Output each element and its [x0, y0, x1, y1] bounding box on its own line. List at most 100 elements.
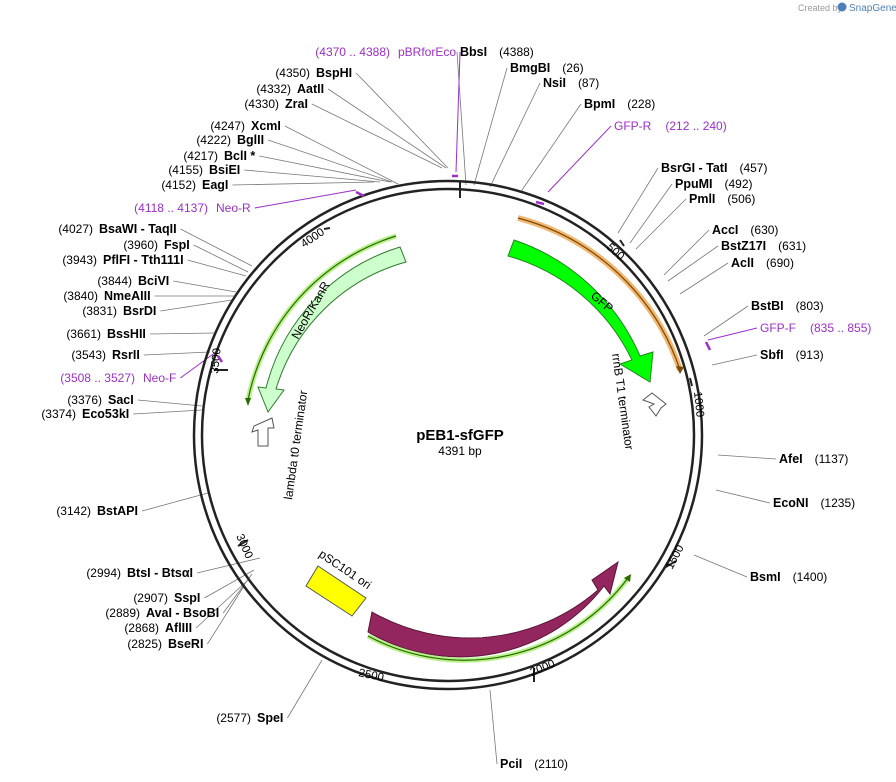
primer-label-2: GFP-F (835 .. 855)	[760, 321, 871, 335]
tick-mark	[619, 239, 625, 247]
lambda-t0-label: lambda t0 terminator	[281, 389, 310, 500]
site-name: BstAPI	[97, 504, 138, 518]
site-name: AflIII	[165, 621, 192, 635]
site-leader-line	[711, 354, 758, 366]
site-name: BglII	[237, 133, 264, 147]
site-label-1: BmgBI(26)	[510, 61, 584, 75]
primer-leader-line	[180, 351, 217, 379]
site-label-15: PciI(2110)	[500, 757, 568, 771]
site-leader-line	[519, 103, 582, 194]
site-name: BtsI - BtsαI	[127, 566, 193, 580]
site-label-32: BsaWI - TaqII(4027)	[58, 222, 176, 236]
primer-range: (835 .. 855)	[810, 321, 871, 335]
site-leader-line	[133, 409, 203, 415]
gfp-primer-arc-arrow	[676, 366, 684, 374]
site-position: (3543)	[71, 348, 106, 362]
site-leader-line	[195, 579, 249, 629]
primer-leader-line	[455, 51, 461, 173]
primer-range: (3508 .. 3527)	[60, 371, 135, 385]
site-position: (4152)	[161, 178, 196, 192]
site-position: (3374)	[41, 407, 76, 421]
tick-mark	[689, 377, 693, 387]
site-name: BsrDI	[123, 304, 156, 318]
site-name: PciI	[500, 757, 522, 771]
tick-label: 2000	[529, 658, 557, 679]
site-name: BstZ17I	[721, 239, 766, 253]
site-name: PmlI	[689, 192, 715, 206]
site-label-40: BspHI(4350)	[275, 66, 352, 80]
site-label-9: AclI(690)	[731, 256, 794, 270]
site-label-21: BtsI - BtsαI(2994)	[86, 566, 193, 580]
site-leader-line	[173, 280, 237, 293]
site-leader-line	[180, 228, 253, 267]
site-label-26: BssHII(3661)	[66, 327, 146, 341]
plasmid-center-info: pEB1-sfGFP 4391 bp	[416, 427, 504, 458]
tick-mark	[663, 560, 677, 569]
gfp-primer-arc-line	[517, 217, 681, 371]
rep101-primer-arc-line	[367, 577, 629, 661]
site-leader-line	[489, 82, 541, 188]
site-label-8: BstZ17I (631)	[721, 239, 806, 253]
site-label-29: BciVI(3844)	[97, 274, 169, 288]
site-position: (4222)	[196, 133, 231, 147]
created-by-text: Created by	[798, 3, 843, 13]
site-name: NsiI	[543, 76, 566, 90]
site-label-6: PmlI(506)	[689, 192, 755, 206]
tick-label: 1000	[691, 391, 706, 418]
site-position: (3142)	[56, 504, 91, 518]
rep101-feature-arrow	[367, 560, 619, 658]
site-leader-line	[244, 169, 381, 183]
site-leader-line	[160, 299, 233, 312]
site-name: SacI	[108, 393, 134, 407]
neor-primer-arc-arrow	[245, 398, 251, 406]
gfp-feature-arrow	[507, 239, 654, 383]
primer-binding-mark	[216, 355, 224, 363]
site-leader-line	[287, 659, 323, 719]
credit: Created by SnapGene	[798, 2, 896, 14]
site-position: (2825)	[127, 637, 162, 651]
site-position: (3376)	[67, 393, 102, 407]
site-label-18: AflIII(2868)	[124, 621, 192, 635]
primer-range: (4370 .. 4388)	[315, 45, 390, 59]
site-leader-line	[149, 332, 215, 335]
site-position: (1400)	[793, 570, 828, 584]
site-position: (631)	[778, 239, 806, 253]
site-leader-line	[473, 67, 508, 186]
site-leader-line	[143, 351, 211, 356]
site-label-30: PflFI - Tth111I(3943)	[62, 253, 183, 267]
primer-name: pBRforEco	[398, 45, 456, 59]
site-label-3: BpmI(228)	[584, 97, 655, 111]
site-leader-line	[284, 125, 399, 185]
site-label-2: NsiI(87)	[543, 76, 599, 90]
site-position: (4247)	[210, 119, 245, 133]
backbone-inner-circle	[200, 187, 696, 683]
tick-label: 3500	[209, 348, 224, 375]
site-leader-line	[193, 244, 249, 273]
site-label-34: BsiEI(4155)	[168, 163, 240, 177]
site-leader-line	[456, 51, 467, 186]
primer-range: (4118 .. 4137)	[134, 201, 208, 215]
site-name: ZraI	[285, 97, 308, 111]
site-label-28: NmeAIII(3840)	[63, 289, 150, 303]
site-position: (457)	[739, 161, 767, 175]
site-leader-line	[232, 181, 375, 186]
site-name: BciVI	[138, 274, 169, 288]
rrnb-t1-terminator-arrow	[641, 392, 667, 417]
primer-leader-line	[254, 189, 357, 209]
site-label-22: BstAPI (3142)	[56, 504, 138, 518]
site-leader-line	[717, 454, 777, 460]
primer-name: GFP-R	[614, 119, 652, 133]
site-label-0: BbsI(4388)	[460, 45, 534, 59]
site-position: (4332)	[256, 82, 291, 96]
site-leader-line	[327, 88, 447, 169]
site-name: AfeI	[779, 452, 803, 466]
site-labels: BbsI(4388)BmgBI(26)NsiI(87)BpmI(228)BsrG…	[41, 45, 871, 771]
site-leader-line	[137, 399, 203, 407]
site-label-10: BstBI(803)	[751, 299, 824, 313]
backbone-outer-circle	[192, 179, 704, 691]
primer-name: GFP-F	[760, 321, 796, 335]
site-name: EcoNI	[773, 496, 808, 510]
site-name: BmgBI	[510, 61, 550, 75]
site-leader-line	[187, 259, 247, 277]
site-position: (2889)	[105, 606, 140, 620]
